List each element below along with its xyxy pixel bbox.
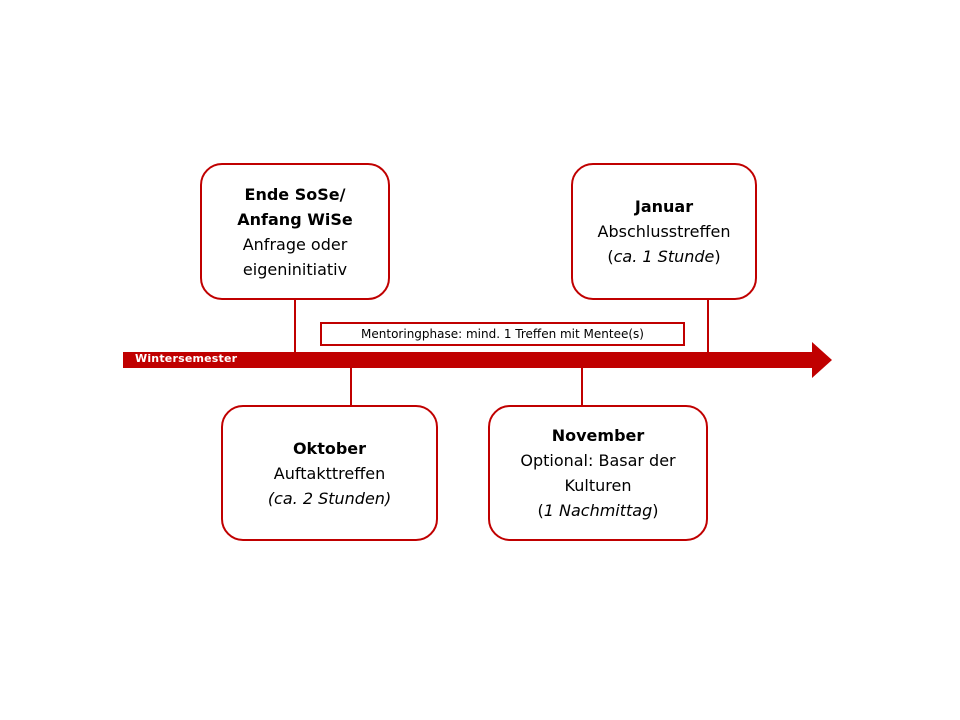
milestone-title-line2: Anfang WiSe xyxy=(237,209,353,229)
milestone-oktober: Oktober Auftakttreffen (ca. 2 Stunden) xyxy=(221,405,438,541)
milestone-ende-sose: Ende SoSe/ Anfang WiSe Anfrage oder eige… xyxy=(200,163,390,300)
milestone-text-line1: Auftakttreffen xyxy=(273,463,386,483)
milestone-november: November Optional: Basar der Kulturen (1… xyxy=(488,405,708,541)
milestone-note: (ca. 1 Stunde) xyxy=(607,247,721,266)
mentoring-phase-box: Mentoringphase: mind. 1 Treffen mit Ment… xyxy=(320,322,685,346)
connector-ende xyxy=(294,300,296,352)
milestone-note-text: 1 Nachmittag xyxy=(543,501,653,520)
connector-oktober xyxy=(350,368,352,405)
milestone-text-line1: Optional: Basar der xyxy=(520,451,676,470)
milestone-note-text: ca. 1 Stunde xyxy=(613,247,715,266)
milestone-text-line2: Kulturen xyxy=(564,476,632,495)
milestone-title-line1: Ende SoSe/ xyxy=(244,184,346,204)
milestone-note: (1 Nachmittag) xyxy=(537,501,659,520)
milestone-note: (ca. 2 Stunden) xyxy=(267,488,392,508)
milestone-text-line1: Abschlusstreffen xyxy=(597,222,731,241)
milestone-title: Oktober xyxy=(292,438,367,458)
connector-november xyxy=(581,368,583,405)
milestone-januar: Januar Abschlusstreffen (ca. 1 Stunde) xyxy=(571,163,757,300)
axis-label-wintersemester: Wintersemester xyxy=(135,352,238,365)
milestone-text-line1: Anfrage oder xyxy=(242,234,348,254)
milestone-text-line2: eigeninitiativ xyxy=(242,259,348,279)
timeline-arrowhead xyxy=(812,342,832,378)
milestone-title: November xyxy=(551,426,645,445)
connector-januar xyxy=(707,300,709,352)
milestone-title: Januar xyxy=(634,197,694,216)
